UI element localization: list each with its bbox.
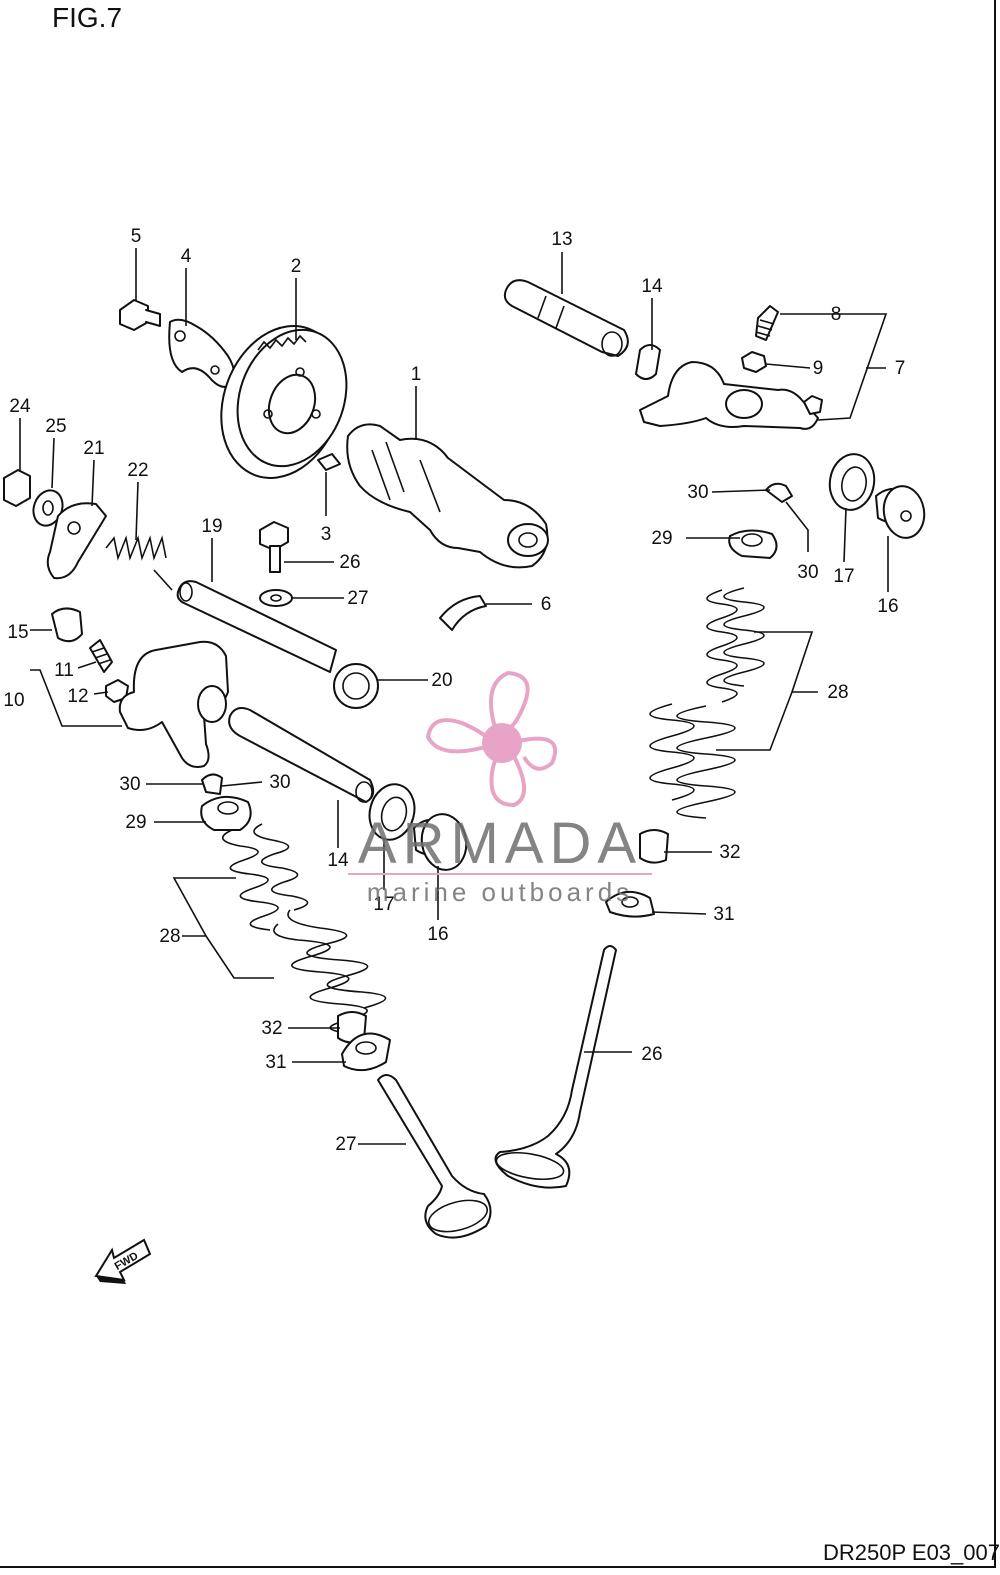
- part-11-adjust-screw: [89, 639, 113, 673]
- armada-watermark: ARMADA marine outboards: [340, 665, 660, 910]
- callout-25: 27: [347, 588, 368, 609]
- fwd-arrow-icon: FWD: [94, 1238, 152, 1284]
- callout-26: 26: [641, 1044, 662, 1065]
- part-28-valve-springs-right: [649, 587, 765, 819]
- callout-5: 5: [131, 226, 142, 247]
- callout-27: 27: [335, 1134, 356, 1155]
- callout-32-left: 32: [261, 1018, 282, 1039]
- part-4-plate: [168, 318, 236, 388]
- callout-2: 2: [291, 256, 302, 277]
- callout-29-right: 29: [651, 528, 672, 549]
- callout-30-right-b: 30: [797, 562, 818, 583]
- part-15-gasket-left: [51, 607, 83, 643]
- callout-18: 19: [201, 516, 222, 537]
- callout-17-left: 17: [373, 894, 394, 915]
- callout-13: 13: [551, 229, 572, 250]
- callout-1: 1: [411, 364, 422, 385]
- callout-15-right: 14: [641, 276, 663, 297]
- propeller-logo-icon: [425, 670, 558, 808]
- part-13-rocker-shaft: [503, 279, 629, 357]
- callout-16-left: 16: [427, 924, 448, 945]
- callout-22: 24: [9, 396, 31, 417]
- part-22-nut: [3, 469, 31, 507]
- callout-28-left: 28: [159, 926, 180, 947]
- part-27-valve: [377, 1074, 492, 1239]
- watermark-brand: ARMADA: [357, 811, 643, 876]
- part-20-decomp-lever: [46, 502, 107, 580]
- figure-title: FIG.7: [52, 2, 123, 33]
- part-15-gasket-right: [635, 344, 661, 380]
- callout-6: 6: [541, 594, 552, 615]
- callout-32-right: 32: [719, 842, 740, 863]
- callout-30-left-b: 30: [269, 772, 290, 793]
- part-21-spring: [105, 535, 173, 591]
- callout-8: 8: [831, 304, 842, 325]
- callout-30-left-a: 30: [119, 774, 140, 795]
- callout-19: 20: [431, 670, 452, 691]
- callout-4: 4: [181, 246, 192, 267]
- callout-16-right: 16: [877, 596, 898, 617]
- part-29-spring-seat-right: [728, 529, 778, 559]
- callout-28-right: 28: [827, 682, 848, 703]
- callout-31-left: 31: [265, 1052, 286, 1073]
- part-1-camshaft: [346, 423, 549, 569]
- part-16-cap-left: [413, 813, 468, 871]
- part-7-rocker-arm: [639, 361, 823, 430]
- callout-17-right: 17: [833, 566, 854, 587]
- part-14-valve-guide: [228, 707, 375, 803]
- part-5-bolt: [119, 299, 161, 331]
- part-29-spring-seat-left: [200, 795, 252, 831]
- callout-29-left: 29: [125, 812, 146, 833]
- watermark-divider: [348, 873, 652, 875]
- part-19-seal: [333, 663, 379, 709]
- part-30-cotter-left: [201, 773, 223, 795]
- watermark-tagline: marine outboards: [366, 877, 634, 907]
- part-31-washer-left: [341, 1032, 391, 1072]
- callout-15-left: 15: [7, 622, 28, 643]
- part-2-cam-sprocket: [220, 325, 348, 479]
- part-25-washer: [259, 589, 293, 607]
- callout-9: 9: [813, 358, 824, 379]
- part-24-bolt: [259, 521, 289, 573]
- frame-border-right: [994, 0, 996, 1566]
- part-32-keeper-right: [639, 829, 669, 864]
- callout-24: 26: [339, 552, 360, 573]
- frame-border-bottom: [0, 1566, 996, 1568]
- callout-3: 3: [321, 524, 332, 545]
- callout-12: 12: [67, 686, 88, 707]
- callout-21: 22: [127, 460, 148, 481]
- part-18-decomp-shaft: [176, 580, 337, 673]
- part-17-seal-right: [828, 453, 876, 511]
- part-26-valve: [494, 945, 617, 1189]
- part-10-rocker-arm: [118, 640, 229, 768]
- part-30-cotter-right: [765, 482, 793, 503]
- part-8-adjust-screw: [755, 305, 779, 341]
- callout-14: 14: [327, 850, 349, 871]
- callout-23: 25: [45, 416, 66, 437]
- callout-20: 21: [83, 438, 104, 459]
- callout-31-right: 31: [713, 904, 734, 925]
- part-16-cap-right: [875, 485, 926, 539]
- leader-lines: [19, 248, 889, 1145]
- part-31-washer-right: [605, 891, 655, 918]
- part-6-clip: [439, 595, 487, 631]
- callout-30-right-a: 30: [687, 482, 708, 503]
- callout-10: 10: [3, 690, 24, 711]
- callout-7: 7: [895, 358, 906, 379]
- part-9-nut: [741, 351, 767, 373]
- callout-labels: 5 4 2 1 3 6 13 14 8 9 7 24 25 21 22 19 2…: [3, 226, 905, 1155]
- drawing-code: DR250P E03_007: [823, 1540, 1000, 1565]
- callout-11: 11: [54, 660, 74, 681]
- fwd-label: FWD: [113, 1250, 141, 1273]
- part-3-pin: [317, 453, 341, 471]
